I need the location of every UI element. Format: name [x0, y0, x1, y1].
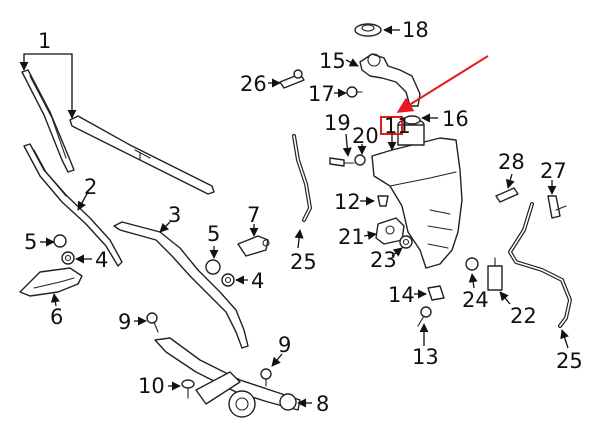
nozzle-27	[547, 195, 567, 219]
bracket-7	[237, 235, 270, 257]
seal-16	[403, 115, 421, 125]
callout-9-left: 9	[118, 310, 131, 334]
wiper-arm-right	[113, 221, 249, 349]
callout-4-right: 4	[251, 269, 264, 293]
grommet-24	[465, 257, 479, 271]
callout-15: 15	[319, 49, 346, 73]
callout-22: 22	[510, 304, 537, 328]
callout-28: 28	[498, 150, 525, 174]
callout-14: 14	[388, 283, 415, 307]
hose-25-right	[508, 202, 572, 328]
callout-12: 12	[334, 190, 361, 214]
arm-cap-right	[205, 259, 221, 275]
callout-5-left: 5	[24, 230, 37, 254]
callout-6: 6	[50, 305, 63, 329]
callout-21: 21	[338, 225, 365, 249]
pivot-nut-right	[221, 273, 235, 287]
callout-23: 23	[370, 248, 397, 272]
cowl-cap	[19, 267, 83, 297]
callout-18: 18	[402, 18, 429, 42]
wiper-blade-left	[21, 69, 75, 173]
clip-17	[346, 86, 363, 98]
callout-10: 10	[138, 374, 165, 398]
pump-22	[487, 257, 503, 291]
callout-labels: 1 2 3 4 4 5 5 6 7 8 9 9 10 11 12 13 14 1…	[24, 18, 583, 416]
callout-19: 19	[324, 111, 351, 135]
callout-27: 27	[540, 159, 567, 183]
cap-18	[354, 23, 382, 37]
callout-26: 26	[240, 72, 267, 96]
callout-3: 3	[168, 203, 181, 227]
clip-12	[377, 195, 389, 207]
callout-17: 17	[308, 82, 335, 106]
filler-neck-15	[359, 53, 421, 107]
pin-19	[329, 157, 355, 167]
leader-lines	[19, 25, 569, 408]
callout-9-right: 9	[278, 333, 291, 357]
bolt-28	[495, 187, 519, 203]
bolt-26	[279, 69, 305, 89]
bolt-9-right	[260, 368, 272, 387]
callout-7: 7	[247, 203, 260, 227]
callout-13: 13	[412, 345, 439, 369]
callout-16: 16	[442, 107, 469, 131]
grommet-10	[181, 379, 195, 399]
callout-25-right: 25	[556, 349, 583, 373]
wiper-arm-left	[23, 143, 123, 267]
callout-2: 2	[84, 175, 97, 199]
callout-11: 11	[384, 114, 411, 138]
callout-1: 1	[38, 29, 51, 53]
wiper-blade-right	[69, 115, 215, 195]
grommet-23	[399, 235, 413, 249]
arm-cap-left	[53, 234, 67, 248]
hose-25-left	[292, 134, 312, 222]
callout-20: 20	[352, 124, 379, 148]
callout-24: 24	[462, 288, 489, 312]
bolt-9-left	[146, 312, 159, 333]
grommet-20	[354, 154, 366, 166]
callout-25-left: 25	[290, 250, 317, 274]
wiper-linkage	[154, 337, 301, 418]
bolt-13	[417, 306, 432, 327]
callout-4-left: 4	[95, 248, 108, 272]
callout-5-right: 5	[207, 222, 220, 246]
reservoir-tank	[371, 118, 463, 269]
callout-8: 8	[316, 392, 329, 416]
nut-14	[427, 285, 445, 301]
pivot-nut-left	[61, 251, 75, 265]
